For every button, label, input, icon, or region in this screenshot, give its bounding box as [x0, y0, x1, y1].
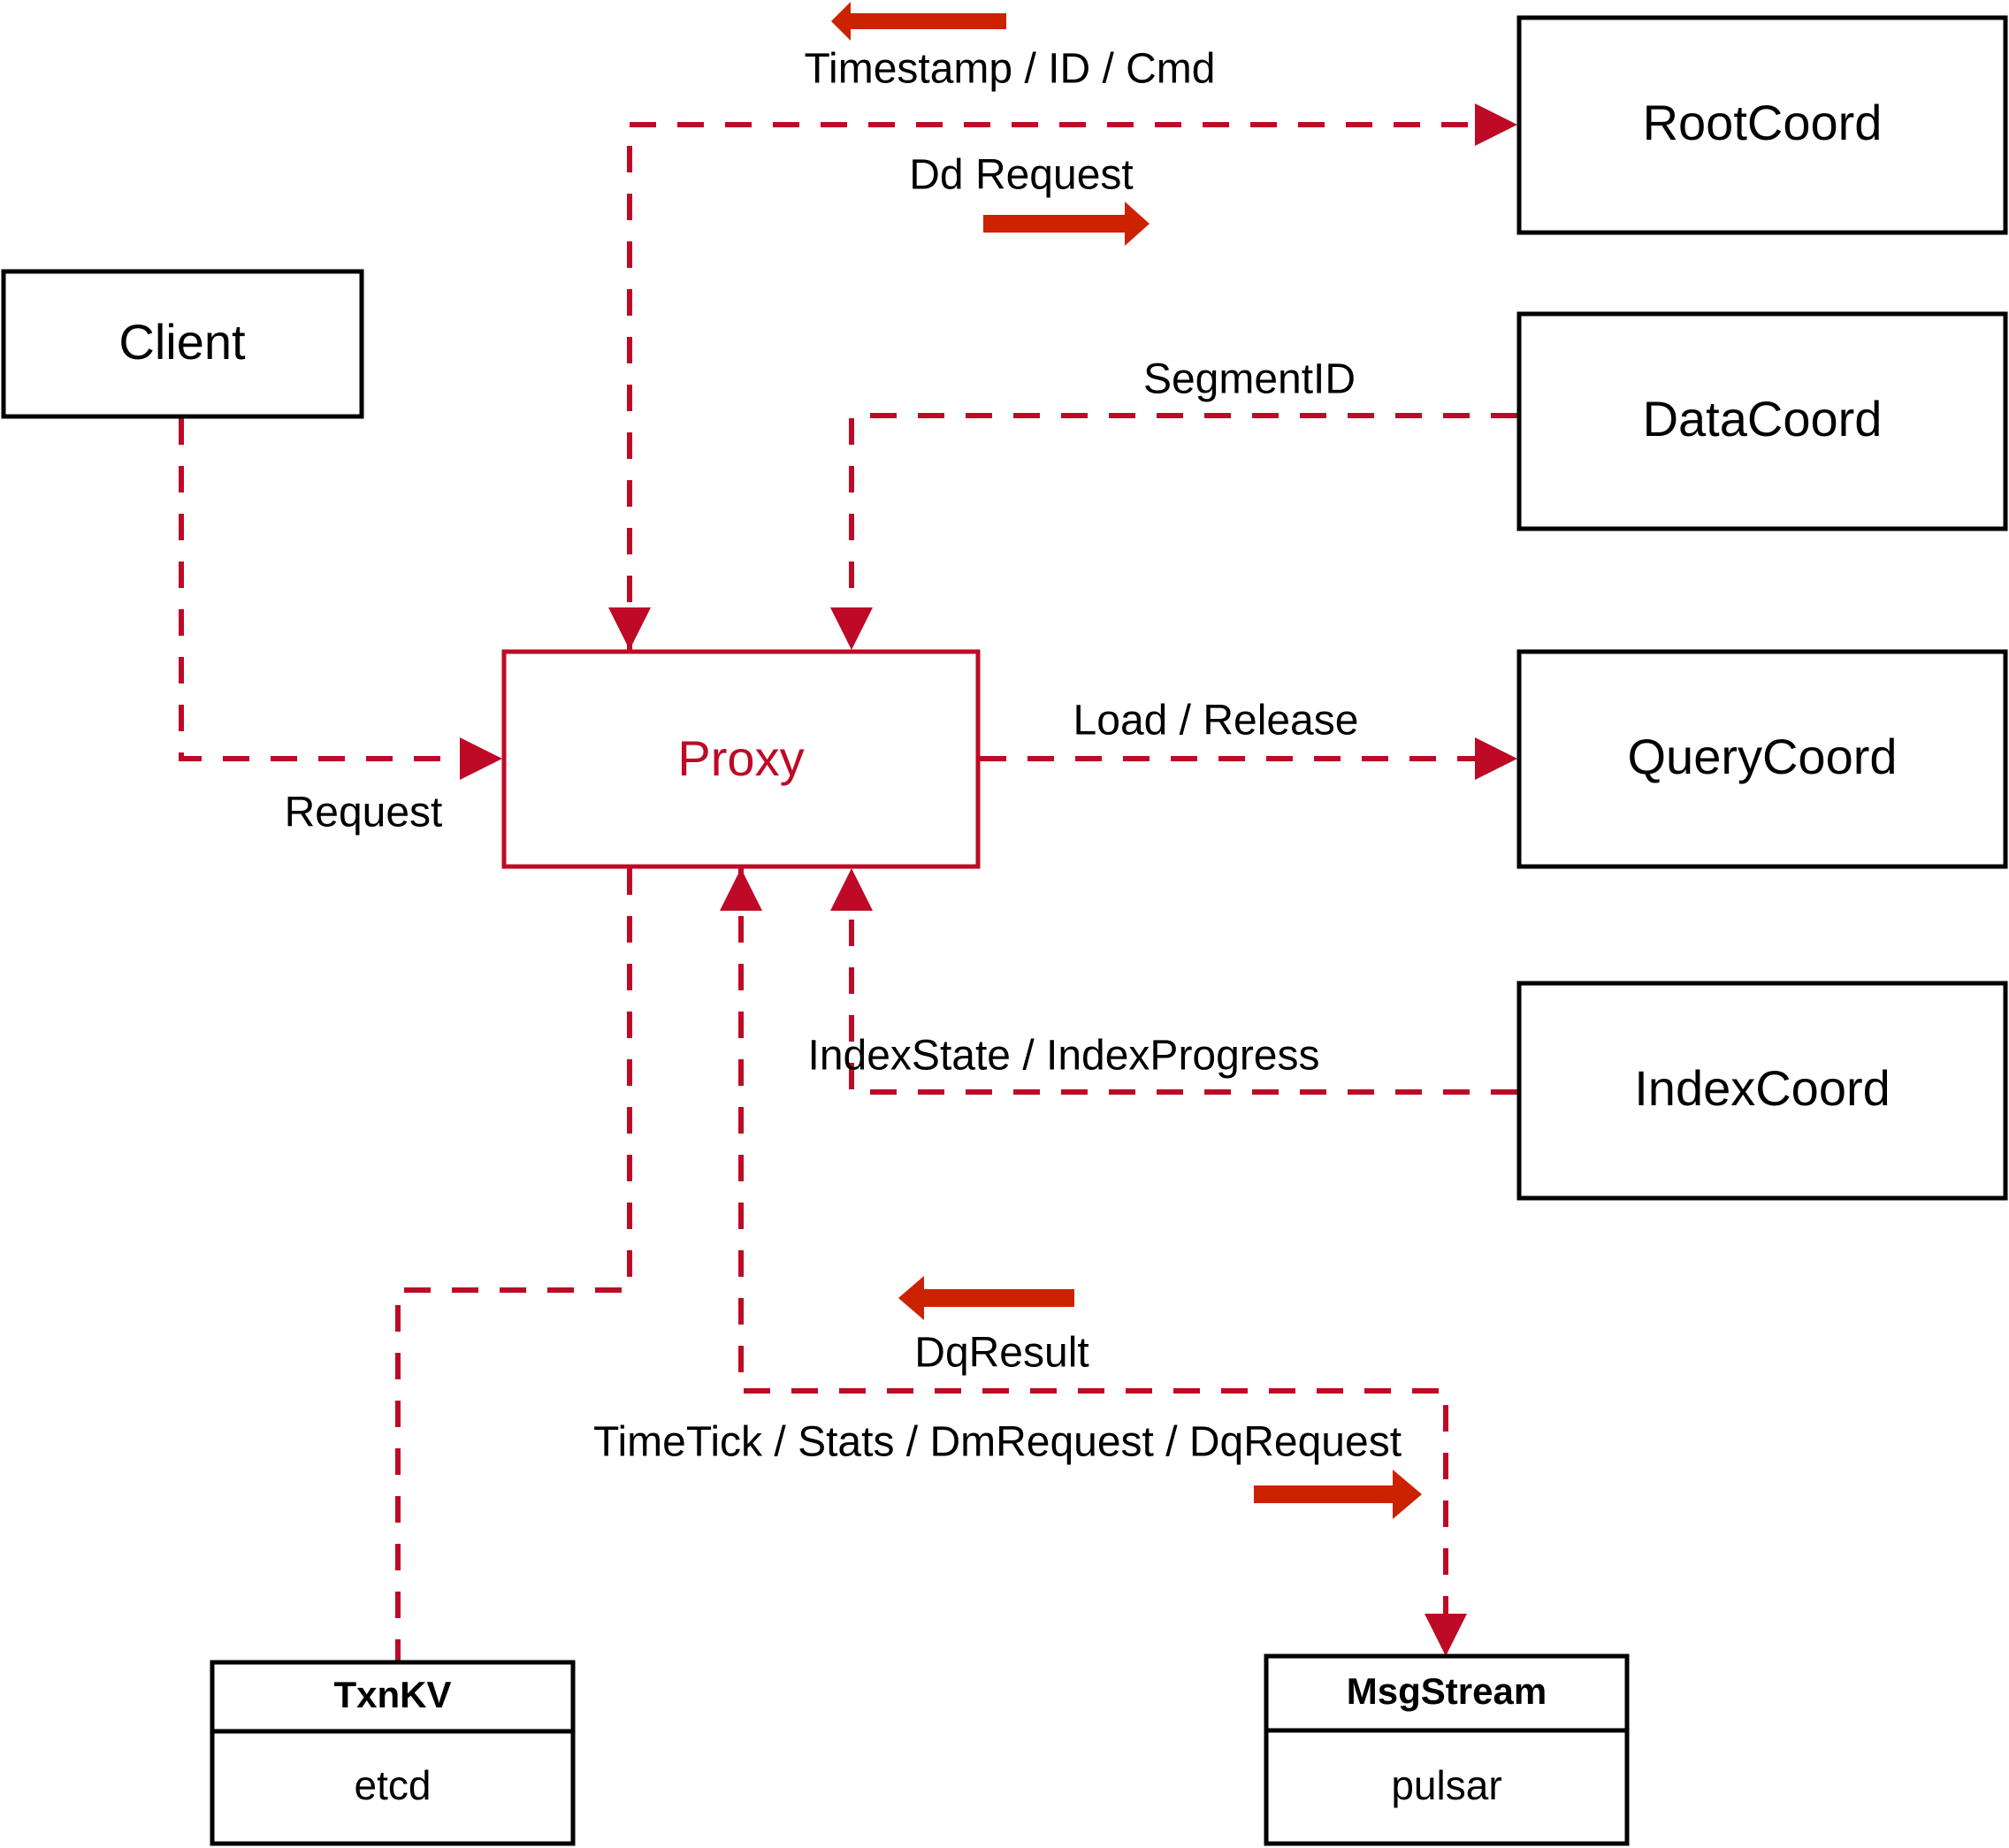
node-indexcoord[interactable]: IndexCoord [1516, 981, 2008, 1201]
edge-datacoord-to-proxy [830, 413, 1517, 650]
node-txnkv-title: TxnKV [333, 1674, 451, 1715]
edge-proxy-to-txnkv [395, 868, 632, 1662]
edge-label-timetick-stats: TimeTick / Stats / DmRequest / DqRequest [593, 1419, 1402, 1466]
node-rootcoord-label: RootCoord [1643, 95, 1883, 150]
node-txnkv[interactable]: TxnKV etcd [210, 1660, 576, 1846]
edge-label-load-release: Load / Release [1073, 698, 1359, 745]
edge-proxy-to-rootcoord [608, 103, 1517, 650]
direction-arrow-left-timestamp [831, 2, 1006, 41]
node-querycoord[interactable]: QueryCoord [1516, 649, 2008, 869]
node-datacoord-label: DataCoord [1643, 391, 1883, 447]
direction-arrow-right-ddrequest [983, 202, 1150, 246]
edge-label-segment-id: SegmentID [1143, 356, 1356, 403]
node-proxy-label: Proxy [677, 730, 804, 786]
node-querycoord-label: QueryCoord [1627, 729, 1897, 784]
edge-proxy-to-querycoord [980, 737, 1517, 780]
edge-label-timestamp-id-cmd: Timestamp / ID / Cmd [805, 46, 1216, 93]
direction-arrow-left-dqresult [898, 1276, 1074, 1320]
direction-arrow-right-timetick [1254, 1470, 1422, 1519]
edge-label-request: Request [285, 790, 443, 836]
node-txnkv-impl: etcd [355, 1762, 432, 1808]
edge-indexcoord-to-proxy [830, 868, 1517, 1095]
node-msgstream-impl: pulsar [1391, 1762, 1501, 1808]
edge-label-dq-result: DqResult [914, 1330, 1089, 1377]
node-msgstream-title: MsgStream [1347, 1670, 1547, 1712]
edge-client-to-proxy [179, 418, 502, 780]
node-proxy[interactable]: Proxy [501, 649, 981, 869]
node-msgstream[interactable]: MsgStream pulsar [1264, 1653, 1630, 1846]
node-client[interactable]: Client [1, 269, 364, 419]
edge-proxy-msgstream [720, 868, 1467, 1656]
node-datacoord[interactable]: DataCoord [1516, 311, 2008, 531]
edge-label-dd-request: Dd Request [909, 152, 1133, 199]
node-client-label: Client [118, 314, 246, 370]
node-indexcoord-label: IndexCoord [1634, 1060, 1891, 1116]
edge-label-index-state-progress: IndexState / IndexProgress [808, 1033, 1320, 1080]
node-rootcoord[interactable]: RootCoord [1516, 15, 2008, 235]
